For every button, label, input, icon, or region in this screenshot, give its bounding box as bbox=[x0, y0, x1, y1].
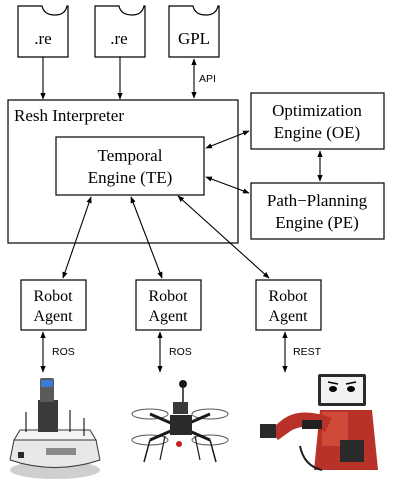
robot-agent-3-line2: Agent bbox=[268, 308, 308, 325]
humanoid-arm-robot-icon bbox=[260, 374, 378, 471]
temporal-engine-line2: Engine (TE) bbox=[88, 168, 173, 187]
ros-edge-label-1: ROS bbox=[52, 346, 75, 358]
rest-edge-label: REST bbox=[293, 346, 322, 358]
optimization-engine-line1: Optimization bbox=[272, 101, 362, 120]
path-planning-engine-box bbox=[250, 182, 385, 240]
robot-agent-3-line1: Robot bbox=[268, 288, 308, 305]
arrow-te-oe bbox=[205, 130, 250, 149]
robot-agent-1-line2: Agent bbox=[33, 308, 73, 325]
arrow-te-agent3 bbox=[177, 195, 270, 279]
robot-agent-2-line1: Robot bbox=[148, 288, 188, 305]
file-gpl: GPL bbox=[168, 5, 220, 58]
temporal-engine-box bbox=[55, 136, 205, 196]
resh-interpreter-title: Resh Interpreter bbox=[14, 106, 124, 125]
arrow-te-agent1 bbox=[62, 196, 92, 279]
optimization-engine-box bbox=[250, 92, 385, 150]
arrow-te-pe bbox=[205, 176, 250, 194]
api-edge-label: API bbox=[199, 73, 216, 85]
robot-agent-3: Robot Agent bbox=[255, 279, 322, 331]
optimization-engine-line2: Engine (OE) bbox=[274, 123, 360, 142]
file-re-1: .re bbox=[17, 5, 69, 58]
robot-agent-1: Robot Agent bbox=[20, 279, 87, 331]
ground-robot-icon bbox=[9, 378, 101, 479]
path-planning-engine-line2: Engine (PE) bbox=[275, 213, 359, 232]
robot-agent-2-line2: Agent bbox=[148, 308, 188, 325]
robot-agent-1-line1: Robot bbox=[33, 288, 73, 305]
file-re-2-label: .re bbox=[110, 29, 127, 48]
temporal-engine-line1: Temporal bbox=[98, 146, 163, 165]
robot-agent-2: Robot Agent bbox=[135, 279, 202, 331]
file-re-1-label: .re bbox=[34, 29, 51, 48]
quadcopter-drone-icon bbox=[131, 380, 229, 463]
ros-edge-label-2: ROS bbox=[169, 346, 192, 358]
file-re-2: .re bbox=[94, 5, 146, 58]
arrow-te-agent2 bbox=[130, 196, 163, 279]
path-planning-engine-line1: Path−Planning bbox=[267, 191, 368, 210]
file-gpl-label: GPL bbox=[178, 29, 210, 48]
